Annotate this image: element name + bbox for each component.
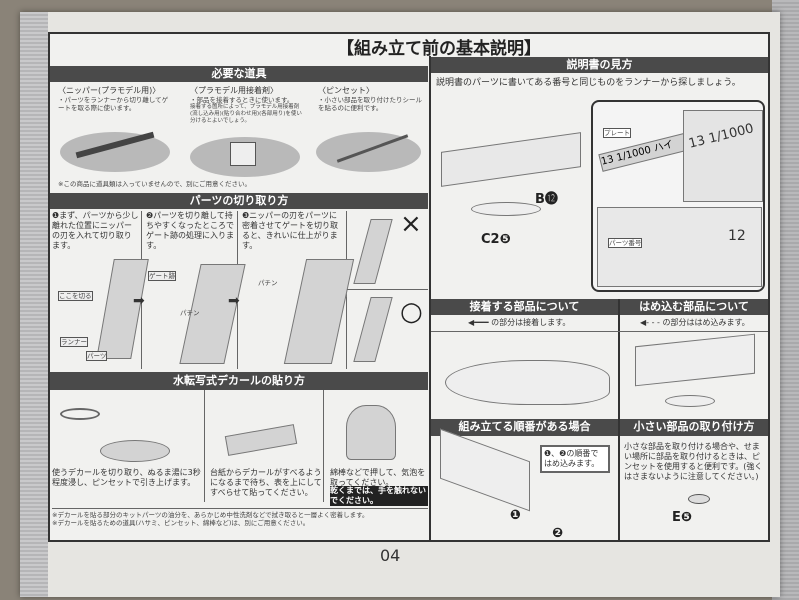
tool-nipper: 〈ニッパー(プラモデル用)〉・パーツをランナーから切り離してゲートを取る際に使い… (58, 86, 173, 112)
glue-bottle-icon (230, 142, 256, 166)
part-number-inset: パーツ番号 12 (597, 207, 762, 287)
wing-part-illustration (471, 202, 541, 216)
tool-note: 接着する箇所によって、プラモデル用接着剤(流し込み用)(貼り合わせ用)(各部用り… (190, 104, 302, 124)
decal-header: 水転写式デカールの貼り方 (50, 372, 428, 390)
snap-sfx: パチン (180, 309, 200, 317)
decal-slide-illustration (224, 424, 298, 456)
decal-section: 使うデカールを切り取り、ぬるま湯に3秒程度浸し、ピンセットで引き上げます。 台紙… (50, 390, 428, 540)
hull-illustration (445, 360, 610, 405)
arrow-right-icon: ➡ (228, 293, 240, 309)
part-number-label: パーツ番号 (608, 238, 643, 248)
runner-label: ランナー (60, 337, 88, 347)
tool-name: 〈プラモデル用接着剤〉 (190, 86, 278, 95)
plate-label: プレート (603, 128, 631, 138)
hand-illustration (346, 405, 396, 460)
fin-illustration (665, 395, 715, 407)
arrow-right-icon: ➡ (133, 293, 145, 309)
small-parts-header: 小さい部品の取り付け方 (620, 419, 768, 436)
manual-diagram: B⓬ C2❺ プレート 13 1/1000 ハイ 13 1/1000 パーツ番号… (431, 92, 768, 294)
decal-warning: 乾くまでは、手を触れないでください。 (330, 486, 428, 506)
callout-c2-5: C2❺ (481, 232, 511, 247)
snap-legend-text: の部分ははめ込みます。 (662, 318, 750, 327)
tools-section: 〈ニッパー(プラモデル用)〉・パーツをランナーから切り離してゲートを取る際に使い… (50, 82, 428, 192)
glue-legend: ◀━━━ の部分は接着します。 (468, 318, 570, 328)
tool-desc: ・部品を接着するときに使います。 (190, 96, 294, 104)
cutting-header: パーツの切り取り方 (50, 193, 428, 209)
runner-plate-large: 13 1/1000 (687, 121, 756, 152)
tool-glue: 〈プラモデル用接着剤〉・部品を接着するときに使います。接着する箇所によって、プラ… (190, 86, 305, 125)
callout-b12: B⓬ (535, 192, 558, 207)
manual-header: 説明書の見方 (431, 57, 768, 73)
bad-result-illustration (353, 219, 393, 284)
ship-part-illustration (441, 132, 581, 187)
page-number: 04 (380, 546, 401, 565)
order-header: 組み立てる順番がある場合 (431, 419, 618, 436)
glue-legend-text: の部分は接着します。 (491, 318, 571, 327)
scissors-icon (60, 408, 100, 420)
divider (347, 289, 428, 290)
snap-sfx: パチン (258, 279, 278, 287)
bad-mark-icon: × (400, 209, 422, 239)
page-title: 【組み立て前の基本説明】 (337, 39, 541, 59)
column-divider (618, 299, 620, 542)
cut-here-label: ここを切る (58, 291, 93, 301)
order-step-1: ❶ (510, 508, 522, 523)
tools-header: 必要な道具 (50, 66, 428, 82)
glue-header: 接着する部品について (431, 299, 618, 315)
cutting-section: ❶まず、パーツから少し離れた位置にニッパーの刃を入れて切り取ります。 ❷パーツを… (50, 209, 428, 369)
part-number-12: 12 (728, 228, 746, 244)
decal-step-text: 使うデカールを切り取り、ぬるま湯に3秒程度浸し、ピンセットで引き上げます。 (52, 468, 201, 487)
small-part-illustration (688, 494, 710, 504)
decal-step-3: 綿棒などで押して、気泡を取ってください。 乾くまでは、手を触れないでください。 (326, 390, 428, 506)
order-note: ❶、❷の順番ではめ込みます。 (540, 445, 610, 473)
solid-arrow-icon: ◀━━━ (468, 318, 492, 327)
runner-zoom-inset: 13 1/1000 (683, 110, 763, 202)
tool-tweezers: 〈ピンセット〉・小さい部品を取り付けたりシールを貼るのに便利です。 (318, 86, 423, 112)
gate-label: ゲート跡 (148, 271, 176, 281)
decal-note: ※デカールを貼る部分のキットパーツの油分を、あらかじめ中性洗剤などで拭き取ると一… (52, 511, 369, 519)
tool-name: 〈ピンセット〉 (318, 86, 374, 95)
divider (431, 331, 768, 332)
callout-e5: E❺ (672, 510, 692, 525)
tool-desc: ・パーツをランナーから切り離してゲートを取る際に使います。 (58, 96, 169, 112)
order-step-2: ❷ (552, 526, 564, 541)
good-mark-icon: ○ (400, 297, 423, 327)
decal-step-2: 台紙からデカールがすべるようになるまで待ち、表を上にしてすべらせて貼ってください… (206, 390, 324, 502)
page-margin-stripes (20, 12, 48, 597)
decal-notes: ※デカールを貼る部分のキットパーツの油分を、あらかじめ中性洗剤などで拭き取ると一… (52, 508, 428, 527)
snap-legend: ◀- - - の部分ははめ込みます。 (640, 318, 750, 328)
tool-desc: ・小さい部品を取り付けたりシールを貼るのに便利です。 (318, 96, 422, 112)
snap-header: はめ込む部品について (620, 299, 768, 315)
decal-step-text: 台紙からデカールがすべるようになるまで待ち、表を上にしてすべらせて貼ってください… (210, 468, 322, 497)
good-result-illustration (353, 297, 393, 362)
tool-name: 〈ニッパー(プラモデル用)〉 (58, 86, 161, 95)
runner-zoom-panel: プレート 13 1/1000 ハイ 13 1/1000 パーツ番号 12 (591, 100, 765, 292)
column-divider (429, 56, 431, 542)
decal-step-text: 綿棒などで押して、気泡を取ってください。 (330, 468, 426, 487)
part-label: パーツ (86, 351, 108, 361)
small-parts-text: 小さな部品を取り付ける場合や、せまい場所に部品を取り付けるときは、ピンセットを使… (624, 442, 763, 481)
tools-footnote: ※この商品に道具類は入っていませんので、別にご用意ください。 (58, 180, 252, 188)
manual-text: 説明書のパーツに書いてある番号と同じものをランナーから探しましょう。 (436, 78, 741, 88)
decal-note: ※デカールを貼るための道具(ハサミ、ピンセット、綿棒など)は、別にご用意ください… (52, 519, 310, 527)
water-dish-illustration (100, 440, 170, 462)
dashed-arrow-icon: ◀- - - (640, 318, 663, 327)
decal-step-1: 使うデカールを切り取り、ぬるま湯に3秒程度浸し、ピンセットで引き上げます。 (50, 390, 205, 502)
